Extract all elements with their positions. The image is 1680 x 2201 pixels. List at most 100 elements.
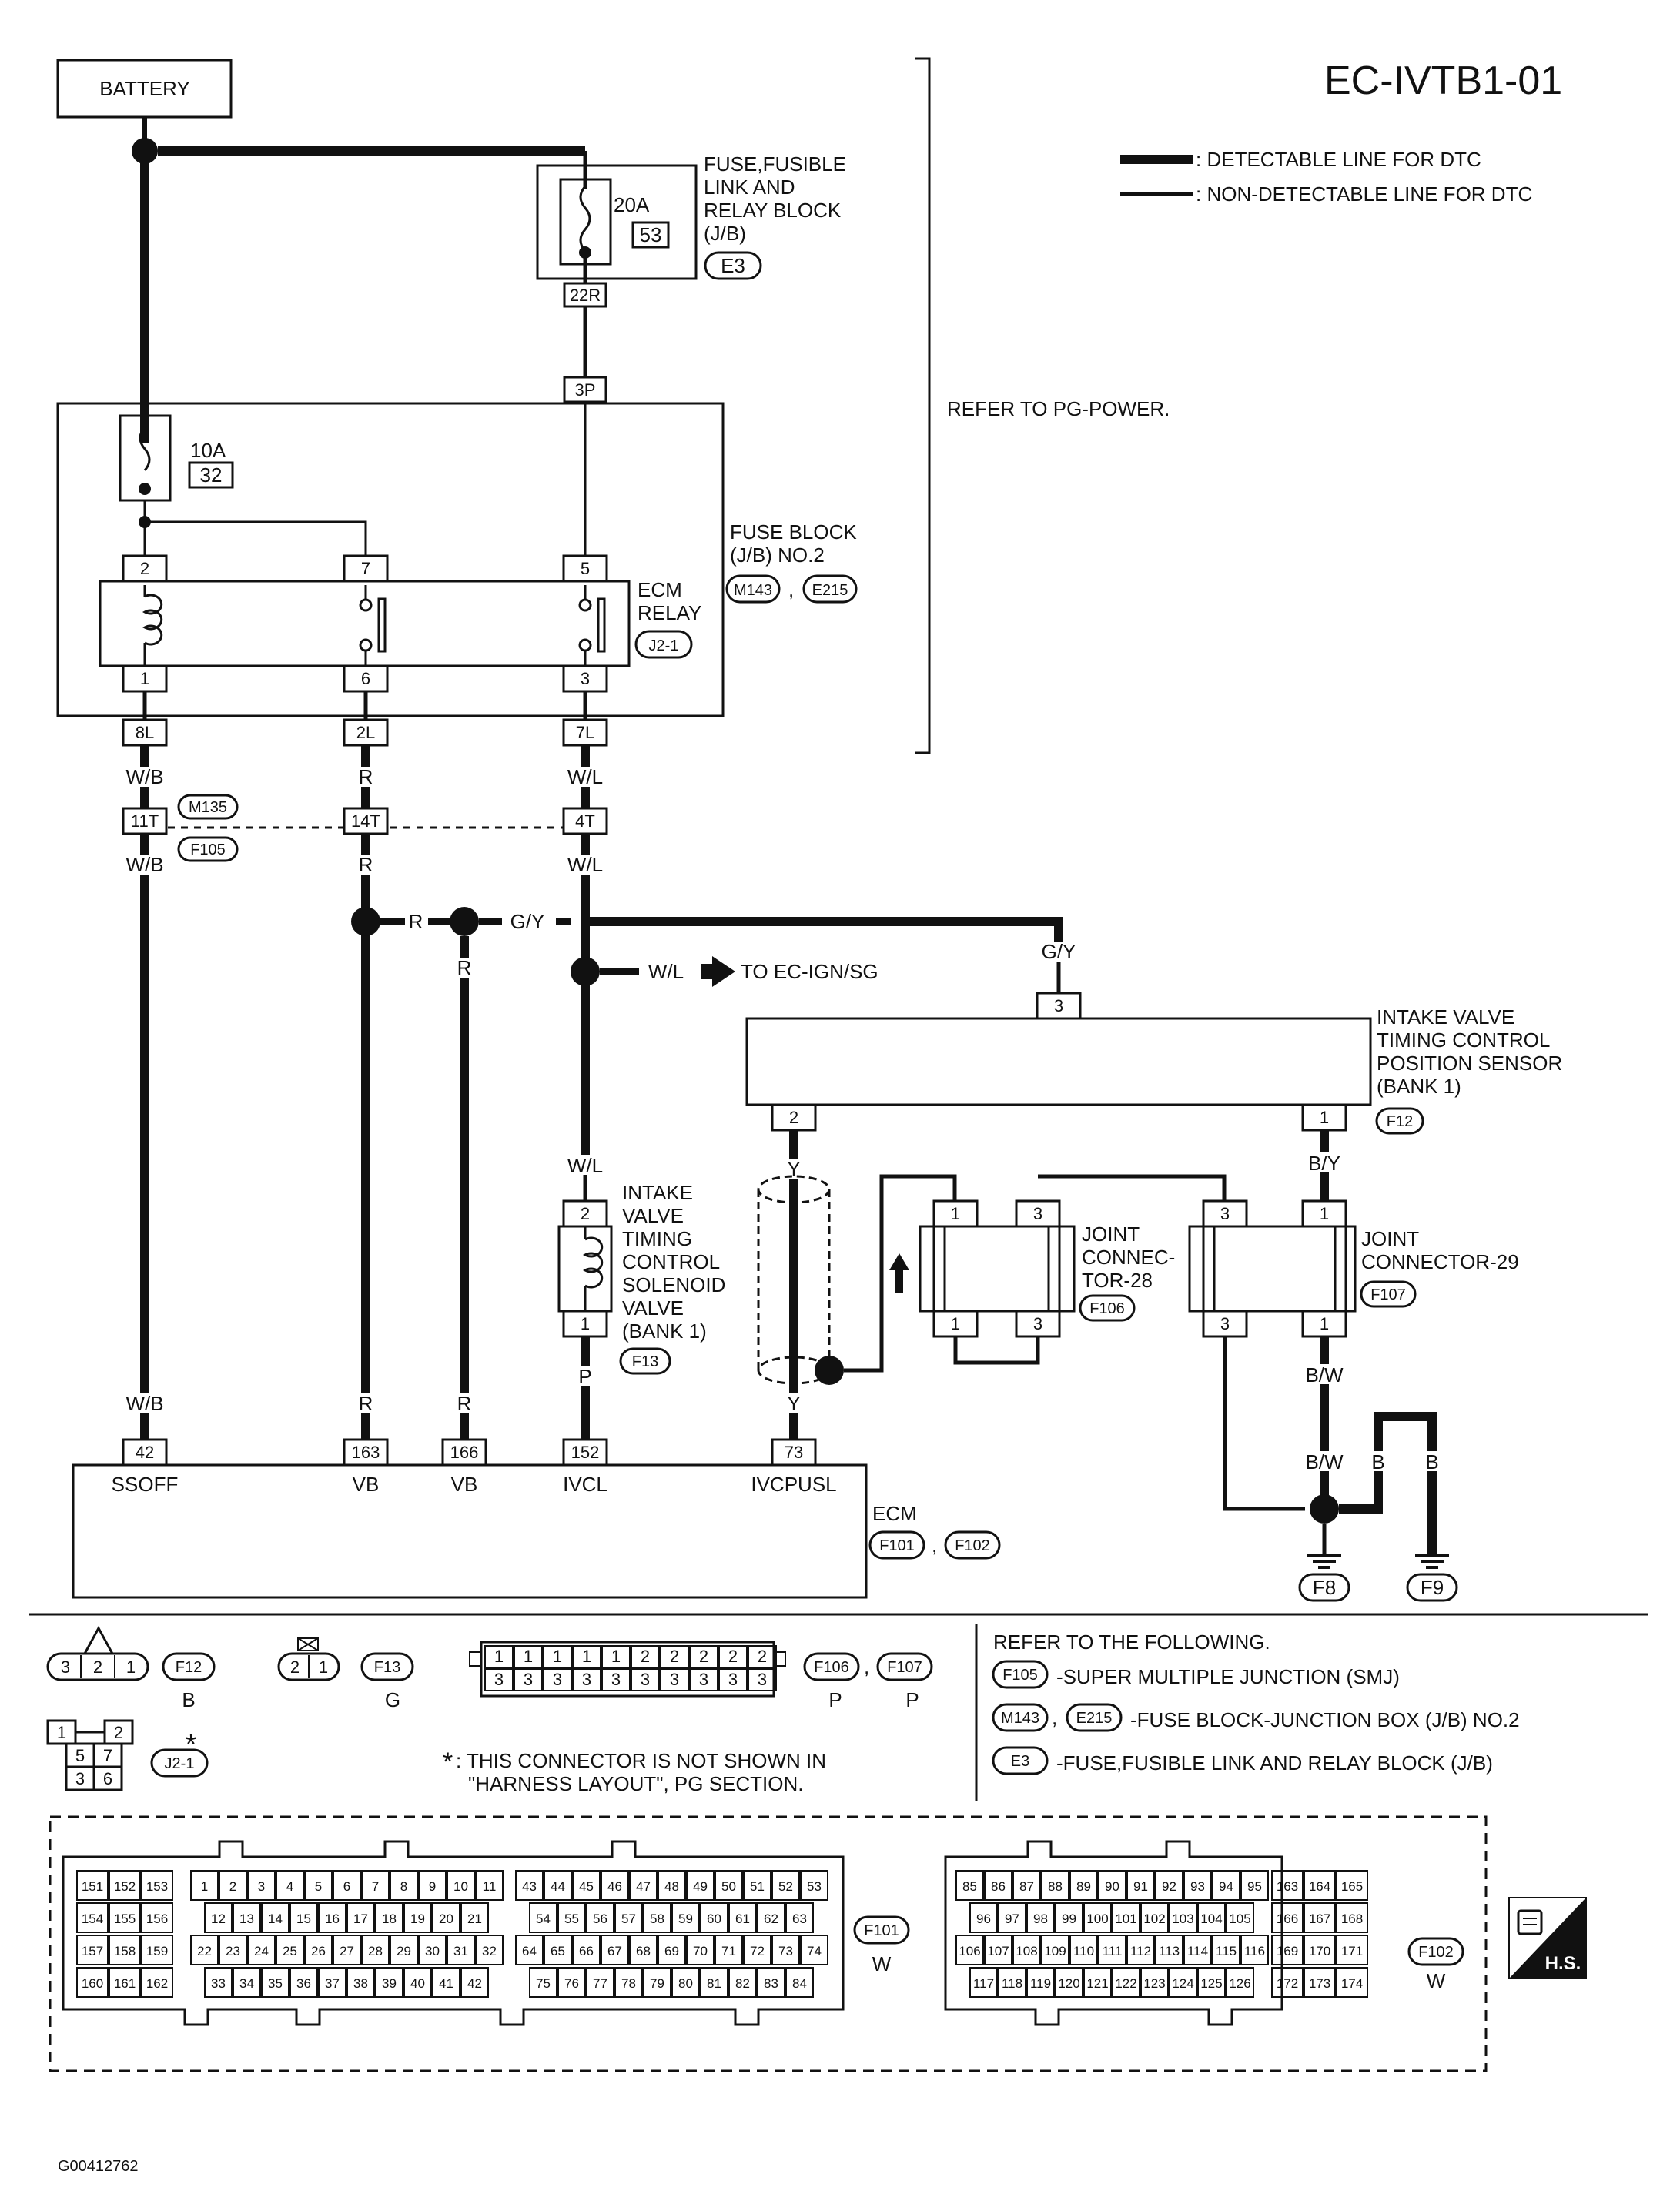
- solenoid-coil-icon: [582, 1226, 604, 1311]
- joint-view-pin: 2: [670, 1647, 679, 1666]
- joint-view-pin: 2: [728, 1647, 738, 1666]
- j28-label-1: JOINT: [1082, 1223, 1140, 1246]
- ecm-pin-70: 70: [693, 1944, 708, 1958]
- pin-cell: [432, 1902, 460, 1933]
- pin-cell: [447, 1870, 475, 1901]
- ecm-pin-15: 15: [296, 1912, 311, 1926]
- pin-cell: [743, 1870, 771, 1901]
- ecm-pin-76: 76: [564, 1976, 579, 1991]
- f13-view-pin-2: 2: [290, 1657, 300, 1677]
- pin-cell: [543, 1645, 572, 1668]
- connector-f101: F101: [879, 1537, 915, 1554]
- smj-pin-4t: 4T: [575, 811, 595, 831]
- shield-ground-splice: [815, 1356, 844, 1385]
- ecm-pin-21: 21: [467, 1912, 482, 1926]
- pin-cell: [1271, 1902, 1304, 1933]
- pin-cell: [757, 1902, 785, 1933]
- ecm-pin-49: 49: [693, 1879, 708, 1894]
- pin-cell: [689, 1668, 718, 1691]
- ecm-pin-1: 1: [201, 1879, 208, 1894]
- ecm-pin-151: 151: [82, 1879, 103, 1894]
- pin-cell: [318, 1902, 346, 1933]
- pin-cell: [718, 1645, 748, 1668]
- connector-icon: [1517, 1909, 1543, 1935]
- fusible-block-label-2: LINK AND: [704, 176, 795, 199]
- solenoid-label-5: SOLENOID: [622, 1273, 725, 1296]
- solenoid-label-3: TIMING: [622, 1227, 692, 1250]
- j29-pin-bottom-1: 1: [1320, 1314, 1329, 1333]
- ecm-pin-111: 111: [1103, 1944, 1123, 1958]
- pin-cell: [728, 1967, 757, 1998]
- pin-cell: [247, 1870, 276, 1901]
- f13-view-pin-1: 1: [319, 1657, 328, 1677]
- ecm-pin-name-vb-2: VB: [451, 1473, 478, 1496]
- pin-cell: [743, 1935, 771, 1965]
- ecm-pin-38: 38: [353, 1976, 368, 1991]
- pin-cell: [333, 1870, 361, 1901]
- ecm-pin-166: 166: [450, 1443, 479, 1462]
- ecm-pin-78: 78: [621, 1976, 636, 1991]
- ecm-pin-117: 117: [973, 1976, 994, 1991]
- pin-cell: [631, 1645, 660, 1668]
- ground-splice: [1310, 1494, 1339, 1524]
- j29-pin-bottom-3: 3: [1220, 1314, 1230, 1333]
- pin-cell: [447, 1935, 475, 1965]
- pin-cell: [1098, 1935, 1126, 1965]
- pin-cell: [1271, 1935, 1304, 1965]
- svg-text:,: ,: [788, 578, 794, 601]
- wire-wl-top: W/L: [567, 765, 603, 788]
- pin-cell: [660, 1645, 689, 1668]
- sensor-pin-3: 3: [1054, 996, 1063, 1015]
- pin-cell: [969, 1902, 998, 1933]
- ecm-pin-53: 53: [807, 1879, 822, 1894]
- pin-8l: 8L: [136, 723, 154, 742]
- fusible-block-label-3: RELAY BLOCK: [704, 199, 842, 222]
- ecm-pin-168: 168: [1341, 1912, 1363, 1926]
- j21-view-pin-1: 1: [57, 1723, 66, 1742]
- sensor-label-2: TIMING CONTROL: [1377, 1029, 1550, 1052]
- pin-cell: [76, 1870, 109, 1901]
- solenoid-label-6: VALVE: [622, 1296, 684, 1320]
- ecm-pin-165: 165: [1341, 1879, 1363, 1894]
- pin-cell: [1169, 1967, 1197, 1998]
- pin-cell: [247, 1935, 276, 1965]
- relay-pin-bottom-6: 6: [361, 669, 370, 688]
- pin-cell: [1126, 1935, 1155, 1965]
- joint-view-pin: 3: [611, 1670, 621, 1689]
- ecm-pin-114: 114: [1187, 1944, 1208, 1958]
- wire-r-junction: R: [409, 910, 423, 933]
- refer-following-title: REFER TO THE FOLLOWING.: [993, 1631, 1270, 1654]
- ecm-pin-19: 19: [410, 1912, 425, 1926]
- relay-pin-bottom-3: 3: [581, 669, 590, 688]
- ecm-pin-37: 37: [325, 1976, 340, 1991]
- ecm-pin-44: 44: [551, 1879, 565, 1894]
- ecm-pin-92: 92: [1162, 1879, 1176, 1894]
- pin-cell: [614, 1902, 643, 1933]
- connector-f107: F107: [1370, 1286, 1406, 1303]
- ecm-pin-50: 50: [721, 1879, 736, 1894]
- pin-cell: [689, 1645, 718, 1668]
- wire-r-ecm-2: R: [457, 1392, 472, 1415]
- solenoid-label-4: CONTROL: [622, 1250, 720, 1273]
- ecm-pin-110: 110: [1073, 1944, 1094, 1958]
- j28-label-2: CONNEC-: [1082, 1246, 1175, 1269]
- ecm-pin-66: 66: [579, 1944, 594, 1958]
- refer-text-jb2: -FUSE BLOCK-JUNCTION BOX (J/B) NO.2: [1130, 1708, 1520, 1731]
- wire-wb-top: W/B: [125, 765, 163, 788]
- harness-symbol-badge: H.S.: [1508, 1897, 1587, 1979]
- ecm-pin-name-ivcl: IVCL: [563, 1473, 607, 1496]
- pin-cell: [390, 1870, 418, 1901]
- pin-cell: [557, 1902, 586, 1933]
- ecm-pin-113: 113: [1159, 1944, 1180, 1958]
- pin-cell: [1140, 1902, 1169, 1933]
- pin-cell: [728, 1902, 757, 1933]
- relay-pin-bottom-1: 1: [140, 669, 149, 688]
- pin-cell: [141, 1935, 173, 1965]
- refer-code-m143: M143: [1001, 1710, 1039, 1727]
- ecm-pin-61: 61: [735, 1912, 750, 1926]
- ecm-pin-68: 68: [636, 1944, 651, 1958]
- ecm-pin-8: 8: [400, 1879, 407, 1894]
- ecm-pin-14: 14: [268, 1912, 283, 1926]
- ground-f9-icon: [1415, 1554, 1449, 1569]
- pin-cell: [1112, 1967, 1140, 1998]
